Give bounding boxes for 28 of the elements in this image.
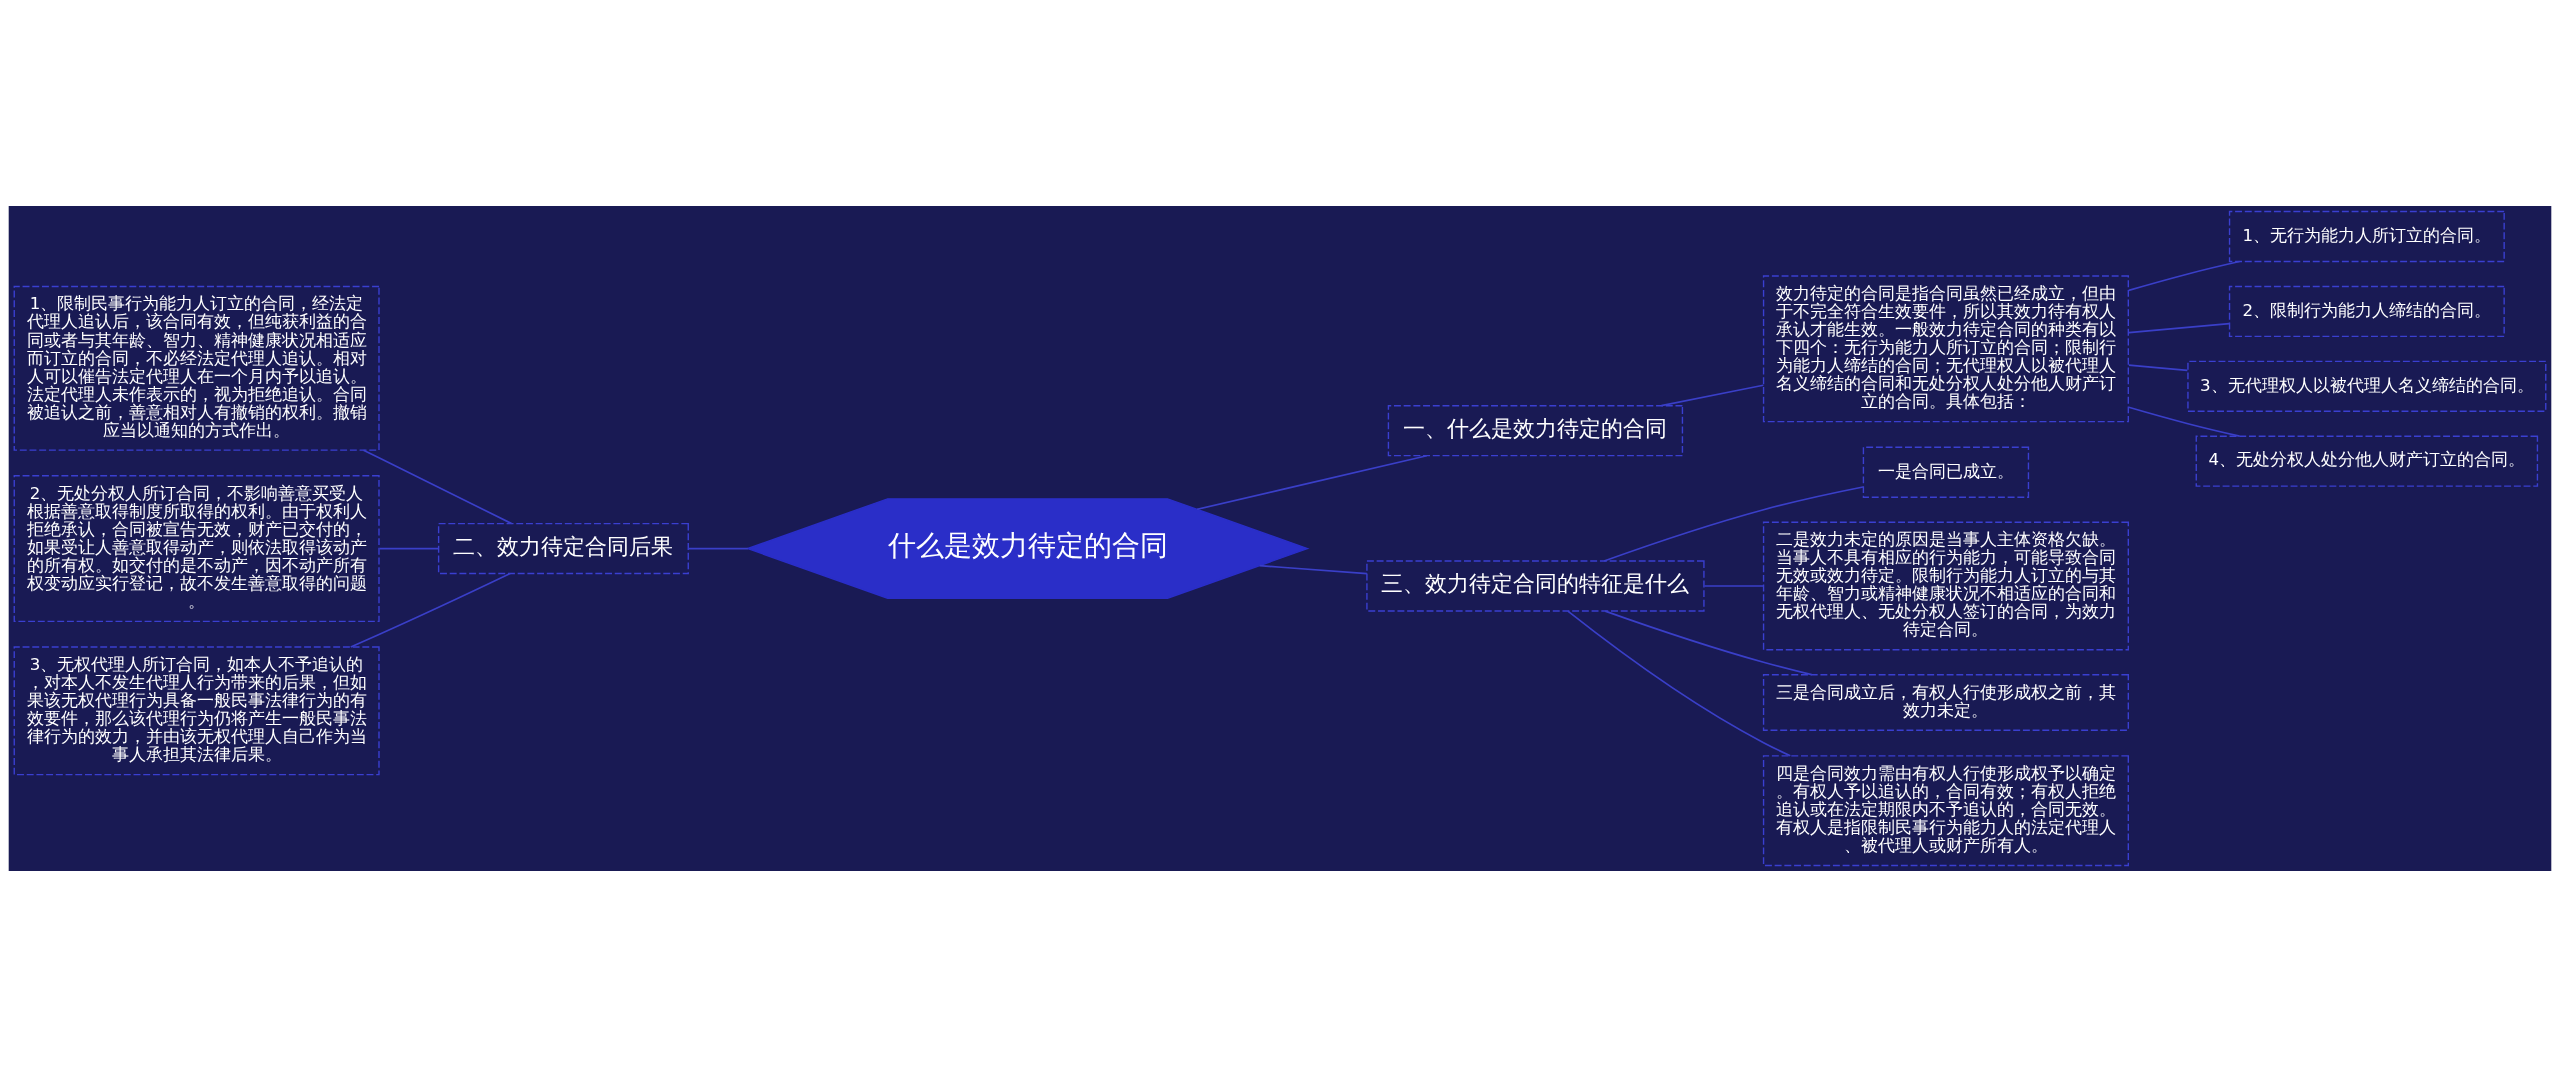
node-box: 二是效力未定的原因是当事人主体资格欠缺。当事人不具有相应的行为能力，可能导致合同无效或效力待定。限制行为能力人订立的与其年龄、智力或精神健康状况不相适应的合同和无权代理人、无处分权人签订的合同，为效力待定合同。 (1762, 521, 2129, 650)
connector (2128, 363, 2189, 371)
node-box: 1、限制民事行为能力人订立的合同，经法定代理人追认后，该合同有效，但纯获利益的合同或者与其年龄、智力、精神健康状况相适应而订立的合同，不必经法定代理人追认。相对人可以催告法定代理人在一个月内予以追认。法定代理人未作表示的，视为拒绝追认。合同被追认之前，善意相对人有撤销的权利。撤销应当以通知的方式作出。 (13, 285, 380, 451)
node-box: 一、什么是效力待定的合同 (1387, 404, 1684, 456)
node-box: 4、无处分权人处分他人财产订立的合同。 (2195, 435, 2539, 487)
connector (349, 572, 512, 648)
node-box: 3、无权代理人所订合同，如本人不予追认的，对本人不发生代理人行为带来的后果，但如果该无权代理行为具备一般民事法律行为的有效要件，那么该代理行为仍将产生一般民事法律行为的效力，并由该无权代理人自己作为当事人承担其法律后果。 (13, 645, 380, 775)
node-box: 三、效力待定合同的特征是什么 (1366, 559, 1705, 612)
connector (378, 547, 440, 549)
node-box: 三是合同成立后，有权人行使形成权之前，其效力未定。 (1762, 673, 2129, 731)
connector (1660, 383, 1765, 406)
connector (1603, 485, 1864, 562)
connector (1258, 564, 1368, 574)
node-box: 2、无处分权人所订合同，不影响善意买受人根据善意取得制度所取得的权利。由于权利人拒绝承认，合同被宣告无效，财产已交付的，如果受让人善意取得动产，则依法取得该动产的所有权。如交付的是不动产，因不动产所有权变动应实行登记，故不发生善意取得的问题。 (13, 474, 380, 622)
connector (1196, 454, 1428, 510)
node-box: 四是合同效力需由有权人行使形成权予以确定。有权人予以追认的，合同有效；有权人拒绝追认或在法定期限内不予追认的，合同无效。有权人是指限制民事行为能力人的法定代理人、被代理人或财产所有人。 (1762, 754, 2129, 866)
node-box: 效力待定的合同是指合同虽然已经成立，但由于不完全符合生效要件，所以其效力待有权人承认才能生效。一般效力待定合同的种类有以下四个：无行为能力人所订立的合同；限制行为能力人缔结的合同；无代理权人以被代理人名义缔结的合同和无处分权人处分他人财产订立的合同。具体包括： (1762, 274, 2129, 422)
connector (1567, 609, 1792, 757)
node-box: 2、限制行为能力人缔结的合同。 (2228, 285, 2505, 337)
connector (687, 547, 749, 549)
connector (362, 448, 513, 524)
connector (1703, 584, 1764, 587)
node-box: 二、效力待定合同后果 (437, 522, 689, 574)
connector (2127, 260, 2241, 291)
connector (2128, 322, 2231, 333)
node-box: 1、无行为能力人所订立的合同。 (2228, 210, 2505, 262)
node-box: 一是合同已成立。 (1862, 446, 2030, 498)
node-box: 3、无代理权人以被代理人名义缔结的合同。 (2187, 360, 2547, 412)
